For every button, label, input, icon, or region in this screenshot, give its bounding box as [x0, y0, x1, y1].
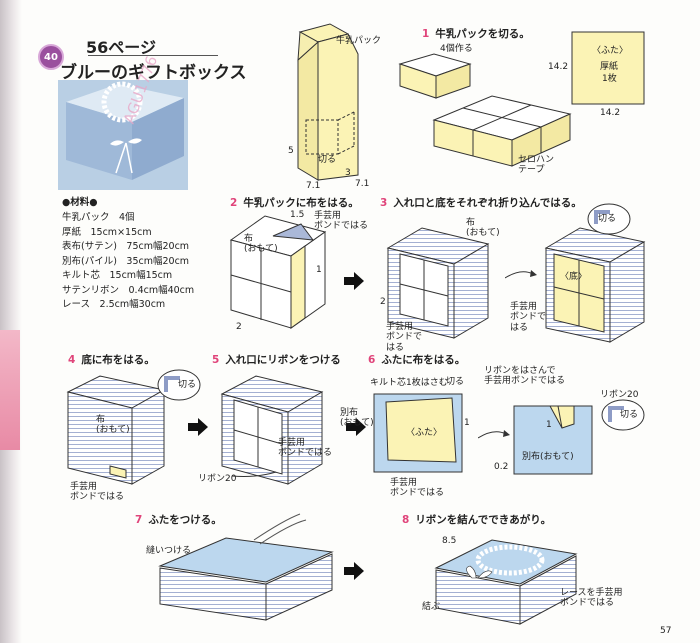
- sew-on-label: 縫いつける: [146, 546, 192, 556]
- one-sheet-label: 1枚: [602, 74, 617, 84]
- material-item: 牛乳パック 4個: [62, 212, 135, 223]
- craft-bond-label-b: 手芸用 ボンドで はる: [386, 322, 423, 353]
- cut-detail-bubble: [587, 203, 631, 235]
- materials-list: 牛乳パック 4個 厚紙 15cm×15cm 表布(サテン) 75cm幅20cm …: [62, 211, 194, 313]
- cloth-front-label-3: 布 (おもて): [96, 415, 130, 436]
- step-8-finished-illustration: [434, 539, 578, 625]
- finished-box-photo: [58, 80, 188, 190]
- project-title: ブルーのギフトボックス: [60, 63, 247, 83]
- arrow-right-icon: [505, 270, 537, 279]
- page-reference: 56ページ: [86, 38, 156, 57]
- materials-heading: ●材料●: [62, 197, 98, 208]
- step-6-lid-illustration: [373, 393, 463, 473]
- material-item: キルト芯 15cm幅15cm: [62, 270, 173, 281]
- step-5-illustration: [220, 375, 324, 485]
- assembled-boxes-illustration: [432, 95, 572, 167]
- two-label-b: 2: [380, 297, 386, 307]
- tie-label: 結ぶ: [422, 602, 441, 612]
- dim-3: 3: [345, 168, 351, 178]
- dim-7-1b: 7.1: [355, 179, 370, 189]
- arrow-right-icon: [344, 562, 364, 580]
- book-spine: [0, 0, 22, 643]
- step-2-illustration: [229, 215, 327, 329]
- quilt-batting-label: キルト芯1枚はさむ: [370, 378, 448, 388]
- cut-label-2: 切る: [598, 214, 617, 224]
- cloth-front-label-2: 布 (おもて): [466, 218, 500, 239]
- craft-bond-label-f: 手芸用 ボンドではる: [390, 478, 445, 499]
- cloth-front-label: 布 (おもて): [244, 234, 278, 255]
- bottom-label: 〈底〉: [560, 272, 588, 282]
- craft-bond-label-c: 手芸用 ボンドで はる: [510, 302, 547, 333]
- lid-board-illustration: [571, 31, 645, 105]
- lace-bond-label: レースを手芸用 ボンドではる: [560, 588, 623, 609]
- project-number-badge: 40: [38, 44, 64, 70]
- arrow-right-icon: [346, 418, 366, 436]
- craft-bond-label-a: 手芸用 ボンドではる: [314, 211, 369, 232]
- step-7-illustration: [158, 513, 334, 621]
- one-label-b: 1: [464, 418, 470, 428]
- board-label: 厚紙: [600, 62, 619, 72]
- dim-1-5: 1.5: [290, 210, 305, 220]
- material-item: 別布(パイル) 35cm幅20cm: [62, 255, 190, 267]
- step-3-bottom-illustration: [544, 227, 646, 343]
- material-item: サテンリボン 0.4cm幅40cm: [62, 284, 195, 296]
- step-4-illustration: [66, 375, 166, 485]
- cellophane-tape-label: セロハン テープ: [518, 155, 555, 176]
- craft-bond-label-d: 手芸用 ボンドではる: [70, 482, 125, 503]
- milk-pack-label: 牛乳パック: [336, 36, 382, 46]
- material-item: レース 2.5cm幅30cm: [62, 299, 166, 310]
- dim-8-5: 8.5: [442, 536, 457, 546]
- material-item: 表布(サテン) 75cm幅20cm: [62, 241, 190, 252]
- other-cloth-front-label-2: 別布(おもて): [522, 452, 574, 462]
- pink-edge: [0, 330, 20, 450]
- one-label: 1: [316, 265, 322, 275]
- cut-piece-illustration: [398, 53, 472, 99]
- dim-7-1a: 7.1: [306, 181, 321, 191]
- step-3-box-illustration: [386, 227, 490, 339]
- arrow-right-icon: [478, 430, 510, 439]
- page-number: 57: [660, 626, 672, 636]
- ribbon-20b-label: リボン20: [600, 390, 639, 400]
- cut-detail-bubble-3: [601, 399, 645, 431]
- dim-0-2: 0.2: [494, 462, 509, 472]
- arrow-right-icon: [344, 272, 364, 290]
- lid-label: 〈ふた〉: [592, 46, 629, 56]
- step-6-result-illustration: [513, 405, 593, 475]
- ribbon-20-label: リボン20: [198, 474, 237, 484]
- cut-detail-bubble-2: [157, 369, 201, 401]
- ribbon-bond-label: リボンをはさんで 手芸用ボンドではる: [484, 366, 566, 387]
- cut-label-5: 切る: [620, 410, 639, 420]
- one-label-c: 1: [546, 420, 552, 430]
- arrow-right-icon: [188, 418, 208, 436]
- material-item: 厚紙 15cm×15cm: [62, 226, 152, 238]
- craft-bond-label-e: 手芸用 ボンドではる: [278, 438, 333, 459]
- lid-label-2: 〈ふた〉: [406, 428, 443, 438]
- cut-label-4: 切る: [446, 377, 465, 387]
- four-pieces-label: 4個作る: [440, 44, 473, 54]
- cut-label: 切る: [318, 155, 337, 165]
- header-rule: [88, 55, 218, 56]
- other-cloth-front-label: 別布 (おもて): [340, 408, 374, 429]
- two-label: 2: [236, 322, 242, 332]
- cut-label-3: 切る: [178, 380, 197, 390]
- dim-5: 5: [288, 146, 294, 156]
- dim-14-2b: 14.2: [600, 108, 621, 118]
- dim-14-2a: 14.2: [548, 62, 569, 72]
- milk-carton-illustration: [297, 23, 359, 181]
